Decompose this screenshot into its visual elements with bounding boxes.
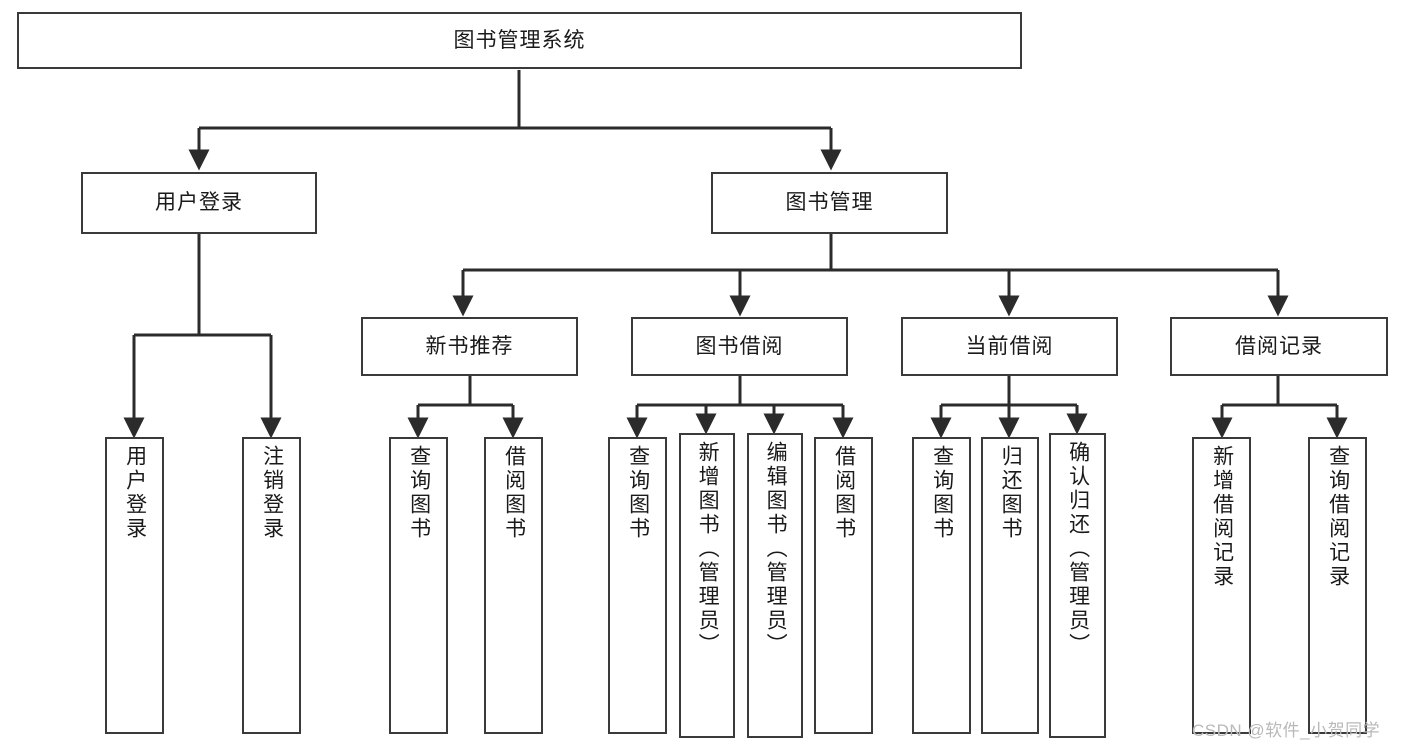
leaf-book-borrow-borrow-book[interactable]: 借阅图书 <box>814 437 873 734</box>
node-label: 归还图书 <box>999 445 1023 541</box>
node-label: 查询图书 <box>407 445 431 541</box>
leaf-book-borrow-query-book[interactable]: 查询图书 <box>608 437 667 734</box>
leaf-new-book-query-book[interactable]: 查询图书 <box>389 437 448 734</box>
node-label: 图书借阅 <box>695 334 784 358</box>
node-label: 图书管理 <box>785 191 874 215</box>
leaf-current-borrow-return-book[interactable]: 归还图书 <box>981 437 1039 734</box>
node-book-borrow[interactable]: 图书借阅 <box>631 317 848 376</box>
node-label: 当前借阅 <box>965 334 1054 358</box>
node-label: 查询图书 <box>930 445 954 541</box>
node-book-management[interactable]: 图书管理 <box>711 172 948 234</box>
node-label: 借阅图书 <box>502 445 526 541</box>
leaf-current-borrow-confirm-return-admin[interactable]: 确认归还（管理员） <box>1049 433 1106 738</box>
node-label: 注销登录 <box>260 445 284 541</box>
node-label: 新增图书（管理员） <box>696 441 720 657</box>
node-label: 借阅记录 <box>1235 334 1323 358</box>
csdn-watermark: CSDN @软件_小贺同学 <box>1192 721 1381 740</box>
node-label: 确认归还（管理员） <box>1066 441 1090 657</box>
node-label: 图书管理系统 <box>453 28 586 52</box>
node-label: 用户登录 <box>155 191 243 215</box>
node-label: 借阅图书 <box>832 445 856 541</box>
leaf-current-borrow-query-book[interactable]: 查询图书 <box>912 437 971 734</box>
leaf-user-login-login[interactable]: 用户登录 <box>105 437 164 734</box>
node-label: 新增借阅记录 <box>1210 445 1234 589</box>
leaf-book-borrow-add-book-admin[interactable]: 新增图书（管理员） <box>679 433 735 738</box>
node-current-borrow[interactable]: 当前借阅 <box>901 317 1118 376</box>
leaf-borrow-record-query-record[interactable]: 查询借阅记录 <box>1308 437 1367 734</box>
node-new-book-recommend[interactable]: 新书推荐 <box>361 317 578 376</box>
node-root-book-management-system[interactable]: 图书管理系统 <box>17 12 1022 69</box>
leaf-borrow-record-add-record[interactable]: 新增借阅记录 <box>1192 437 1251 734</box>
node-label: 编辑图书（管理员） <box>764 441 788 657</box>
node-label: 新书推荐 <box>425 334 514 358</box>
leaf-book-borrow-edit-book-admin[interactable]: 编辑图书（管理员） <box>747 433 803 738</box>
leaf-new-book-borrow-book[interactable]: 借阅图书 <box>484 437 543 734</box>
node-borrow-record[interactable]: 借阅记录 <box>1170 317 1388 376</box>
node-label: 用户登录 <box>123 445 147 541</box>
node-user-login[interactable]: 用户登录 <box>81 172 317 234</box>
leaf-user-login-logout[interactable]: 注销登录 <box>242 437 301 734</box>
node-label: 查询借阅记录 <box>1326 445 1350 589</box>
node-label: 查询图书 <box>626 445 650 541</box>
